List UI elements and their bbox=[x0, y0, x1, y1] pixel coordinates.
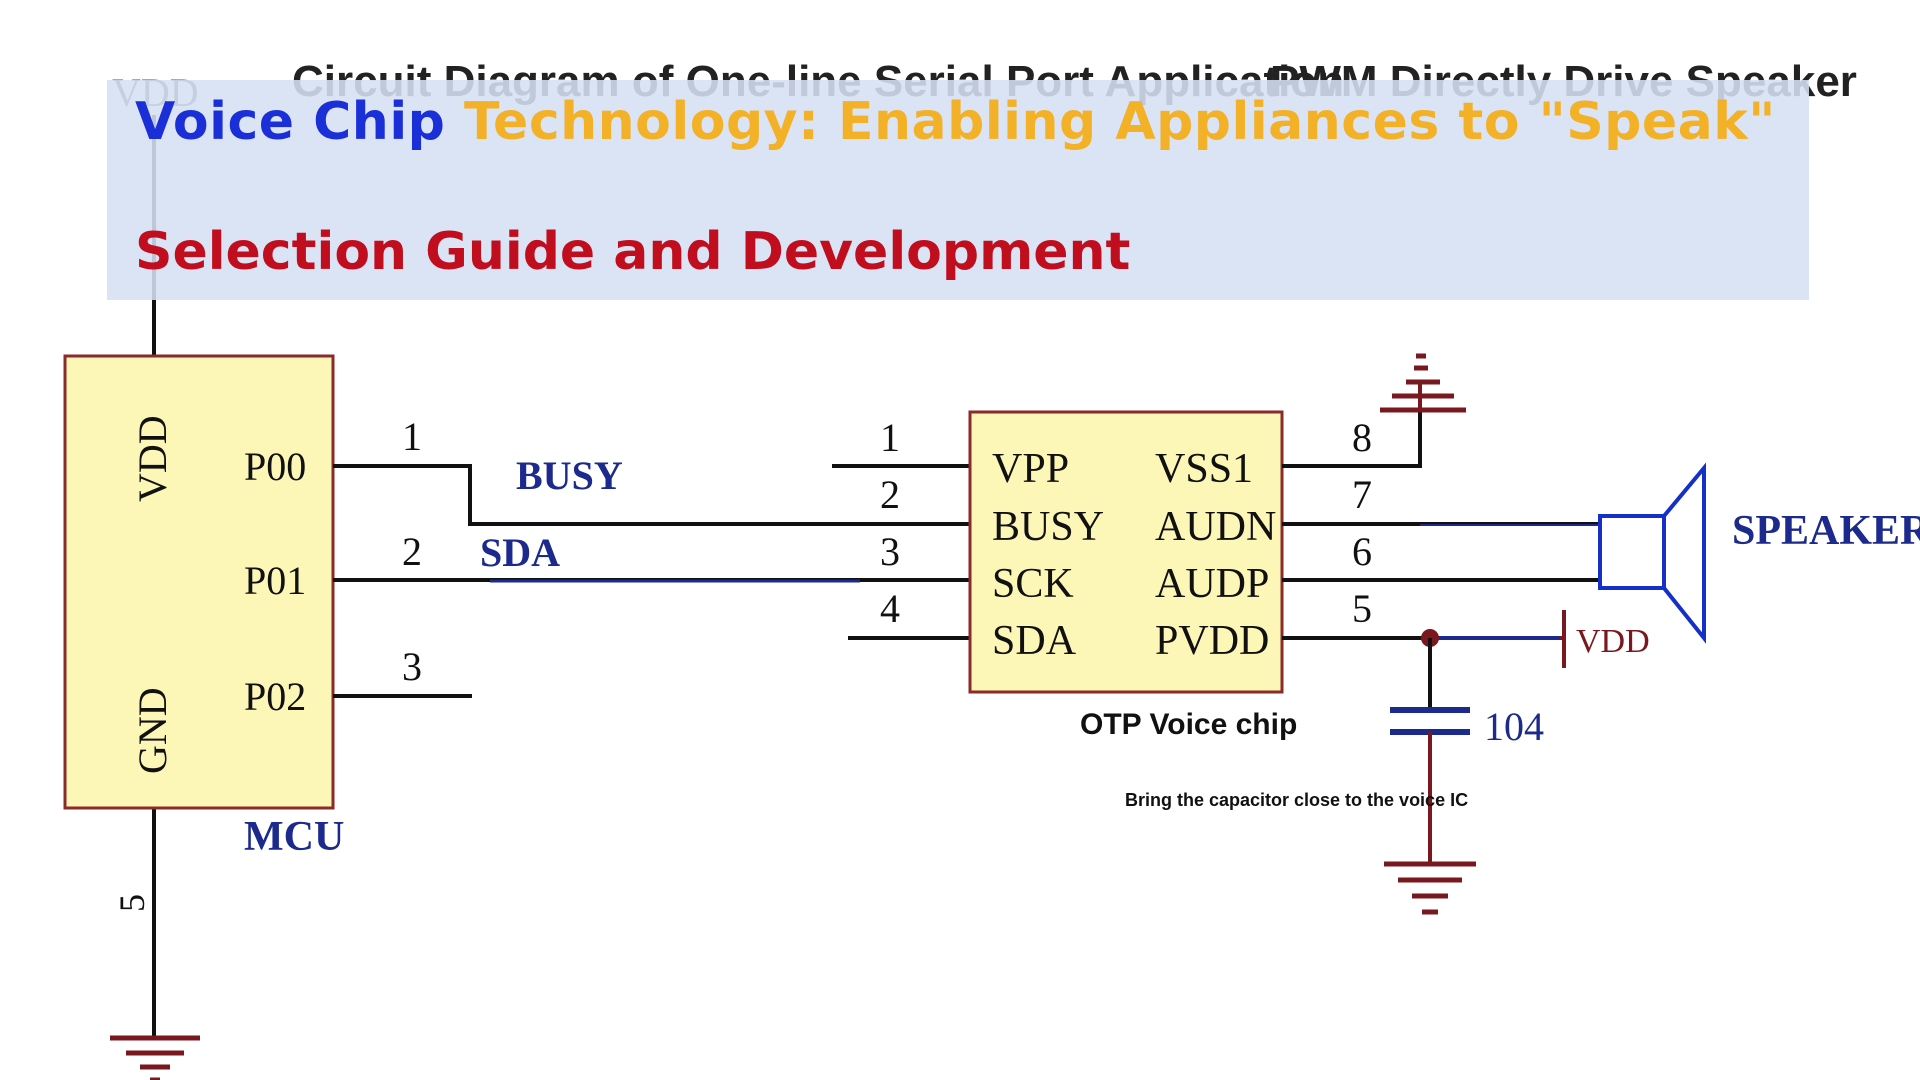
chip-pin-number-4: 4 bbox=[880, 586, 900, 631]
vdd-supply-label: VDD bbox=[1576, 623, 1650, 660]
chip-pin-number-3: 3 bbox=[880, 529, 900, 574]
mcu-pin-number-1: 1 bbox=[402, 414, 422, 459]
chip-pin-number-1: 1 bbox=[880, 415, 900, 460]
chip-pin-pvdd: PVDD bbox=[1155, 618, 1269, 664]
speaker-label: SPEAKER bbox=[1732, 508, 1920, 554]
vss1-ground-symbol bbox=[1380, 353, 1466, 413]
chip-pin-number-7: 7 bbox=[1352, 472, 1372, 517]
chip-pin-vss1: VSS1 bbox=[1155, 446, 1253, 492]
chip-pin-number-5: 5 bbox=[1352, 586, 1372, 631]
banner-title-part2: Technology: Enabling Appliances to "Spea… bbox=[463, 92, 1776, 152]
chip-pin-number-2: 2 bbox=[880, 472, 900, 517]
mcu-gnd-label: GND bbox=[130, 687, 175, 774]
mcu-pin-number-2: 2 bbox=[402, 529, 422, 574]
mcu-pin-p02: P02 bbox=[244, 674, 306, 719]
mcu-vdd-label: VDD bbox=[130, 415, 175, 502]
mcu-ground-symbol bbox=[110, 1035, 200, 1080]
capacitor-value: 104 bbox=[1484, 704, 1544, 749]
chip-pin-busy: BUSY bbox=[992, 504, 1104, 550]
title-banner bbox=[107, 80, 1809, 300]
chip-pin-sck: SCK bbox=[992, 561, 1074, 607]
busy-wire bbox=[333, 464, 970, 526]
mcu-pin-number-3: 3 bbox=[402, 644, 422, 689]
capacitor-note: Bring the capacitor close to the voice I… bbox=[1125, 790, 1468, 810]
banner-title: Voice Chip Technology: Enabling Applianc… bbox=[135, 92, 1776, 152]
mcu-gnd-pin-number: 5 bbox=[112, 894, 152, 912]
banner-subtitle: Selection Guide and Development bbox=[135, 222, 1131, 282]
mcu-pin-p00: P00 bbox=[244, 444, 306, 489]
busy-signal-label: BUSY bbox=[516, 453, 623, 498]
chip-pin-number-6: 6 bbox=[1352, 529, 1372, 574]
chip-pin-audp: AUDP bbox=[1155, 561, 1269, 607]
vss1-wire bbox=[1282, 412, 1422, 468]
chip-pin-audn: AUDN bbox=[1155, 504, 1276, 550]
sda-signal-label: SDA bbox=[480, 530, 560, 575]
speaker-icon bbox=[1598, 462, 1706, 644]
mcu-block bbox=[63, 354, 335, 810]
chip-pin-sda: SDA bbox=[992, 618, 1077, 664]
banner-title-part1: Voice Chip bbox=[135, 92, 446, 152]
voice-chip-label: OTP Voice chip bbox=[1080, 708, 1297, 741]
chip-pin-number-8: 8 bbox=[1352, 415, 1372, 460]
chip-pin-vpp: VPP bbox=[992, 446, 1069, 492]
mcu-label: MCU bbox=[244, 814, 344, 860]
voice-chip-block bbox=[968, 410, 1284, 694]
mcu-pin-p01: P01 bbox=[244, 558, 306, 603]
cap-ground-symbol bbox=[1384, 861, 1476, 915]
